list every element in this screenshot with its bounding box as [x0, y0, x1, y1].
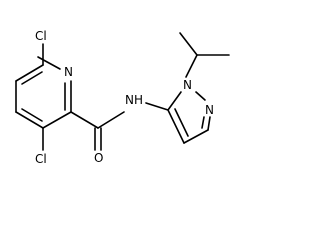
- bond-nh-c5pz: [145, 102, 169, 111]
- atom-labels: Cl N Cl O NH N N: [35, 29, 214, 166]
- bonds: [15, 32, 230, 151]
- bond-c2-carbonyl: [70, 111, 99, 129]
- bond-c5-c6: [15, 64, 44, 82]
- atom-nh-amide: NH: [125, 93, 143, 107]
- atom-o-carbonyl: O: [94, 151, 103, 165]
- bond-n1pz-ch: [185, 54, 198, 78]
- bond-c5-c6-inner: [21, 71, 43, 85]
- bond-c3pz-n2-inner: [201, 116, 205, 129]
- bond-carbonyl-nh: [97, 111, 125, 129]
- atom-cl-top: Cl: [35, 29, 47, 43]
- bond-c3-c4-inner: [21, 108, 43, 122]
- atom-n-pyridine: N: [64, 65, 73, 79]
- bond-c3-c4: [15, 111, 44, 129]
- atom-n-pyrazole-1: N: [183, 78, 192, 92]
- bond-c5pz-c4pz: [167, 109, 185, 144]
- bond-n1pz-c5pz: [167, 91, 182, 111]
- bond-c2-c3: [42, 111, 72, 129]
- atom-n-pyrazole-2: N: [205, 103, 214, 117]
- bond-ch-ch3-top: [179, 32, 198, 56]
- bond-c4pz-c3pz: [183, 129, 209, 144]
- bond-c3pz-n2: [207, 116, 211, 131]
- bond-c5pz-c4pz-inner: [174, 108, 189, 137]
- bond-c6-n1: [37, 56, 61, 70]
- molecule-structure: Cl N Cl O NH N N: [15, 29, 230, 166]
- atom-cl-bottom: Cl: [35, 152, 47, 166]
- bond-n2-n1pz: [195, 91, 206, 101]
